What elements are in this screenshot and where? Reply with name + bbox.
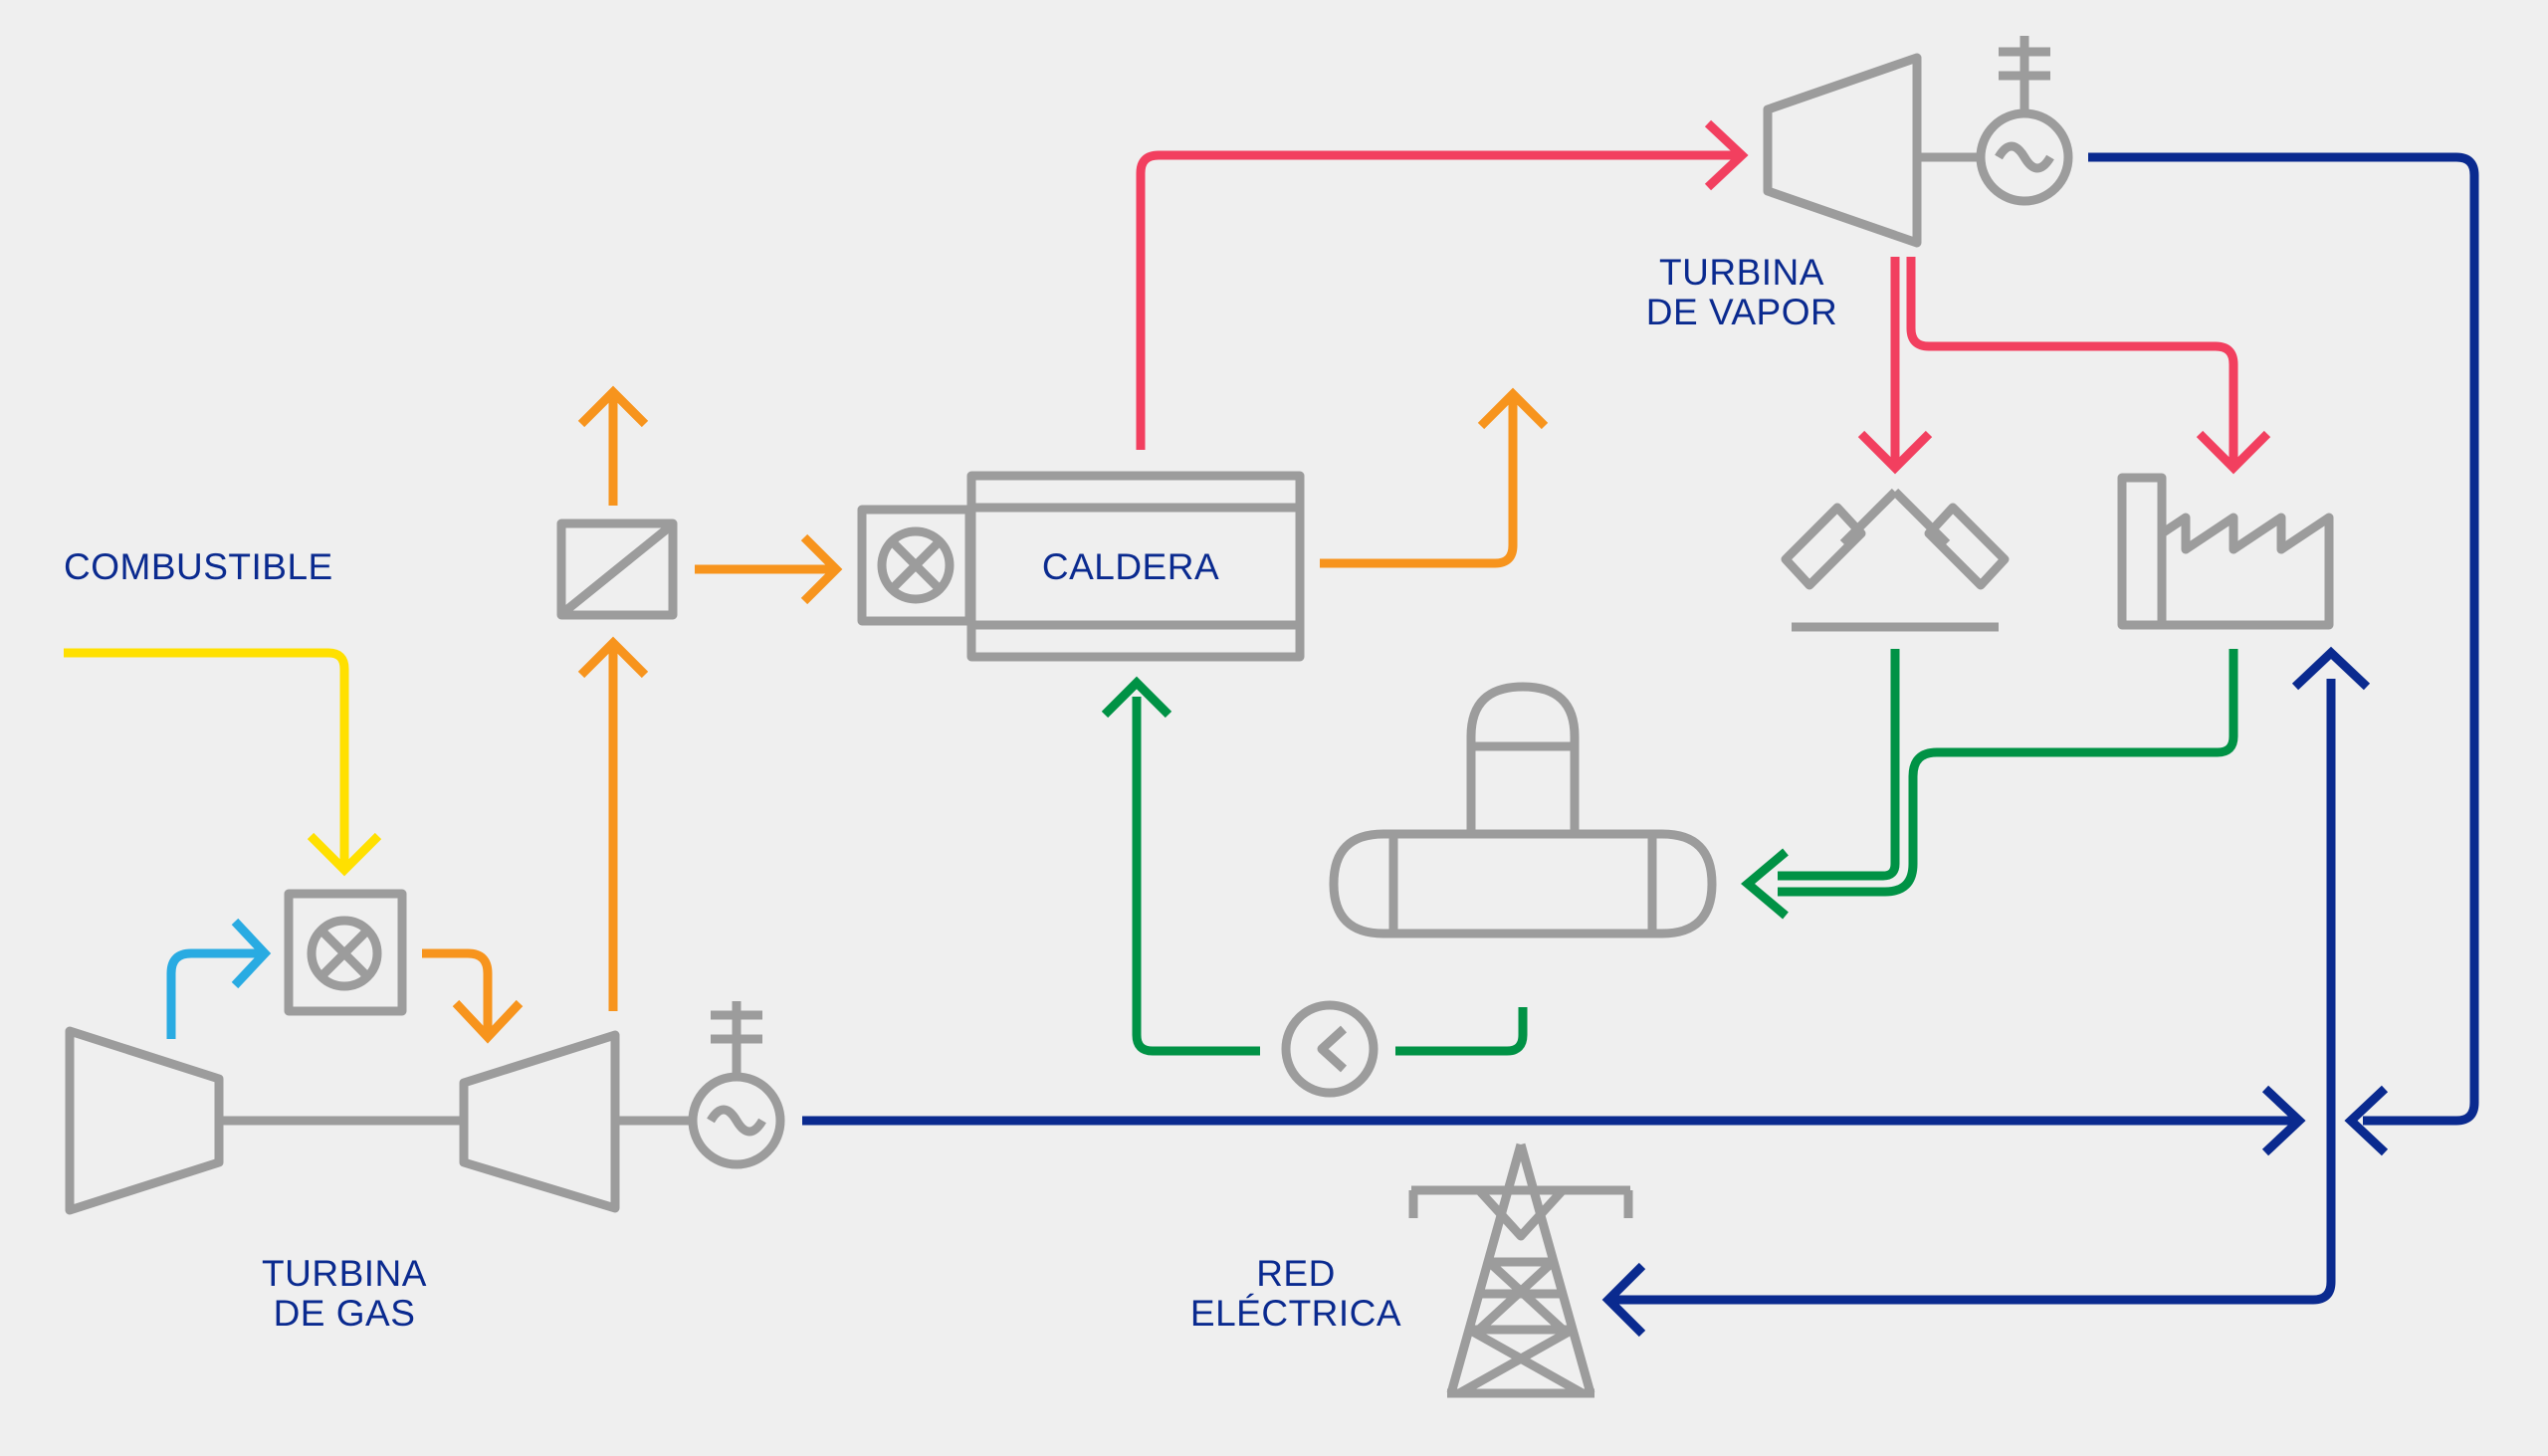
electricity-flow — [802, 152, 2479, 1338]
label-red-electrica-line2: ELÉCTRICA — [1190, 1293, 1401, 1334]
label-turbina-vapor-line1: TURBINA — [1659, 252, 1824, 293]
factory-icon — [2117, 473, 2334, 630]
water-flow — [1101, 649, 2238, 1056]
generator-icon — [688, 1001, 785, 1169]
label-turbina-vapor-line2: DE VAPOR — [1646, 292, 1837, 332]
label-caldera: CALDERA — [1042, 546, 1219, 587]
boiler-icon — [857, 471, 1305, 662]
air-flow — [166, 918, 272, 1039]
hot-gas-flow — [422, 385, 1549, 1044]
gas-turbine-icon — [459, 1030, 693, 1213]
steam-turbine-icon — [1763, 53, 1983, 248]
combustion-chamber-icon — [284, 889, 407, 1016]
power-tower-icon — [1408, 1143, 1633, 1398]
generator-icon — [1976, 36, 2073, 206]
condenser-icon — [1781, 488, 2010, 632]
filter-icon — [556, 519, 678, 620]
deaerator-tank-icon — [1329, 682, 1717, 938]
label-turbina-gas-line1: TURBINA — [262, 1253, 427, 1294]
label-combustible: COMBUSTIBLE — [64, 546, 333, 587]
fuel-flow — [64, 648, 382, 877]
pump-icon — [1281, 1000, 1379, 1098]
label-red-electrica-line1: RED — [1256, 1253, 1336, 1294]
label-turbina-gas-line2: DE GAS — [274, 1293, 416, 1334]
compressor-icon — [65, 1026, 224, 1215]
steam-flow — [1136, 119, 2271, 475]
